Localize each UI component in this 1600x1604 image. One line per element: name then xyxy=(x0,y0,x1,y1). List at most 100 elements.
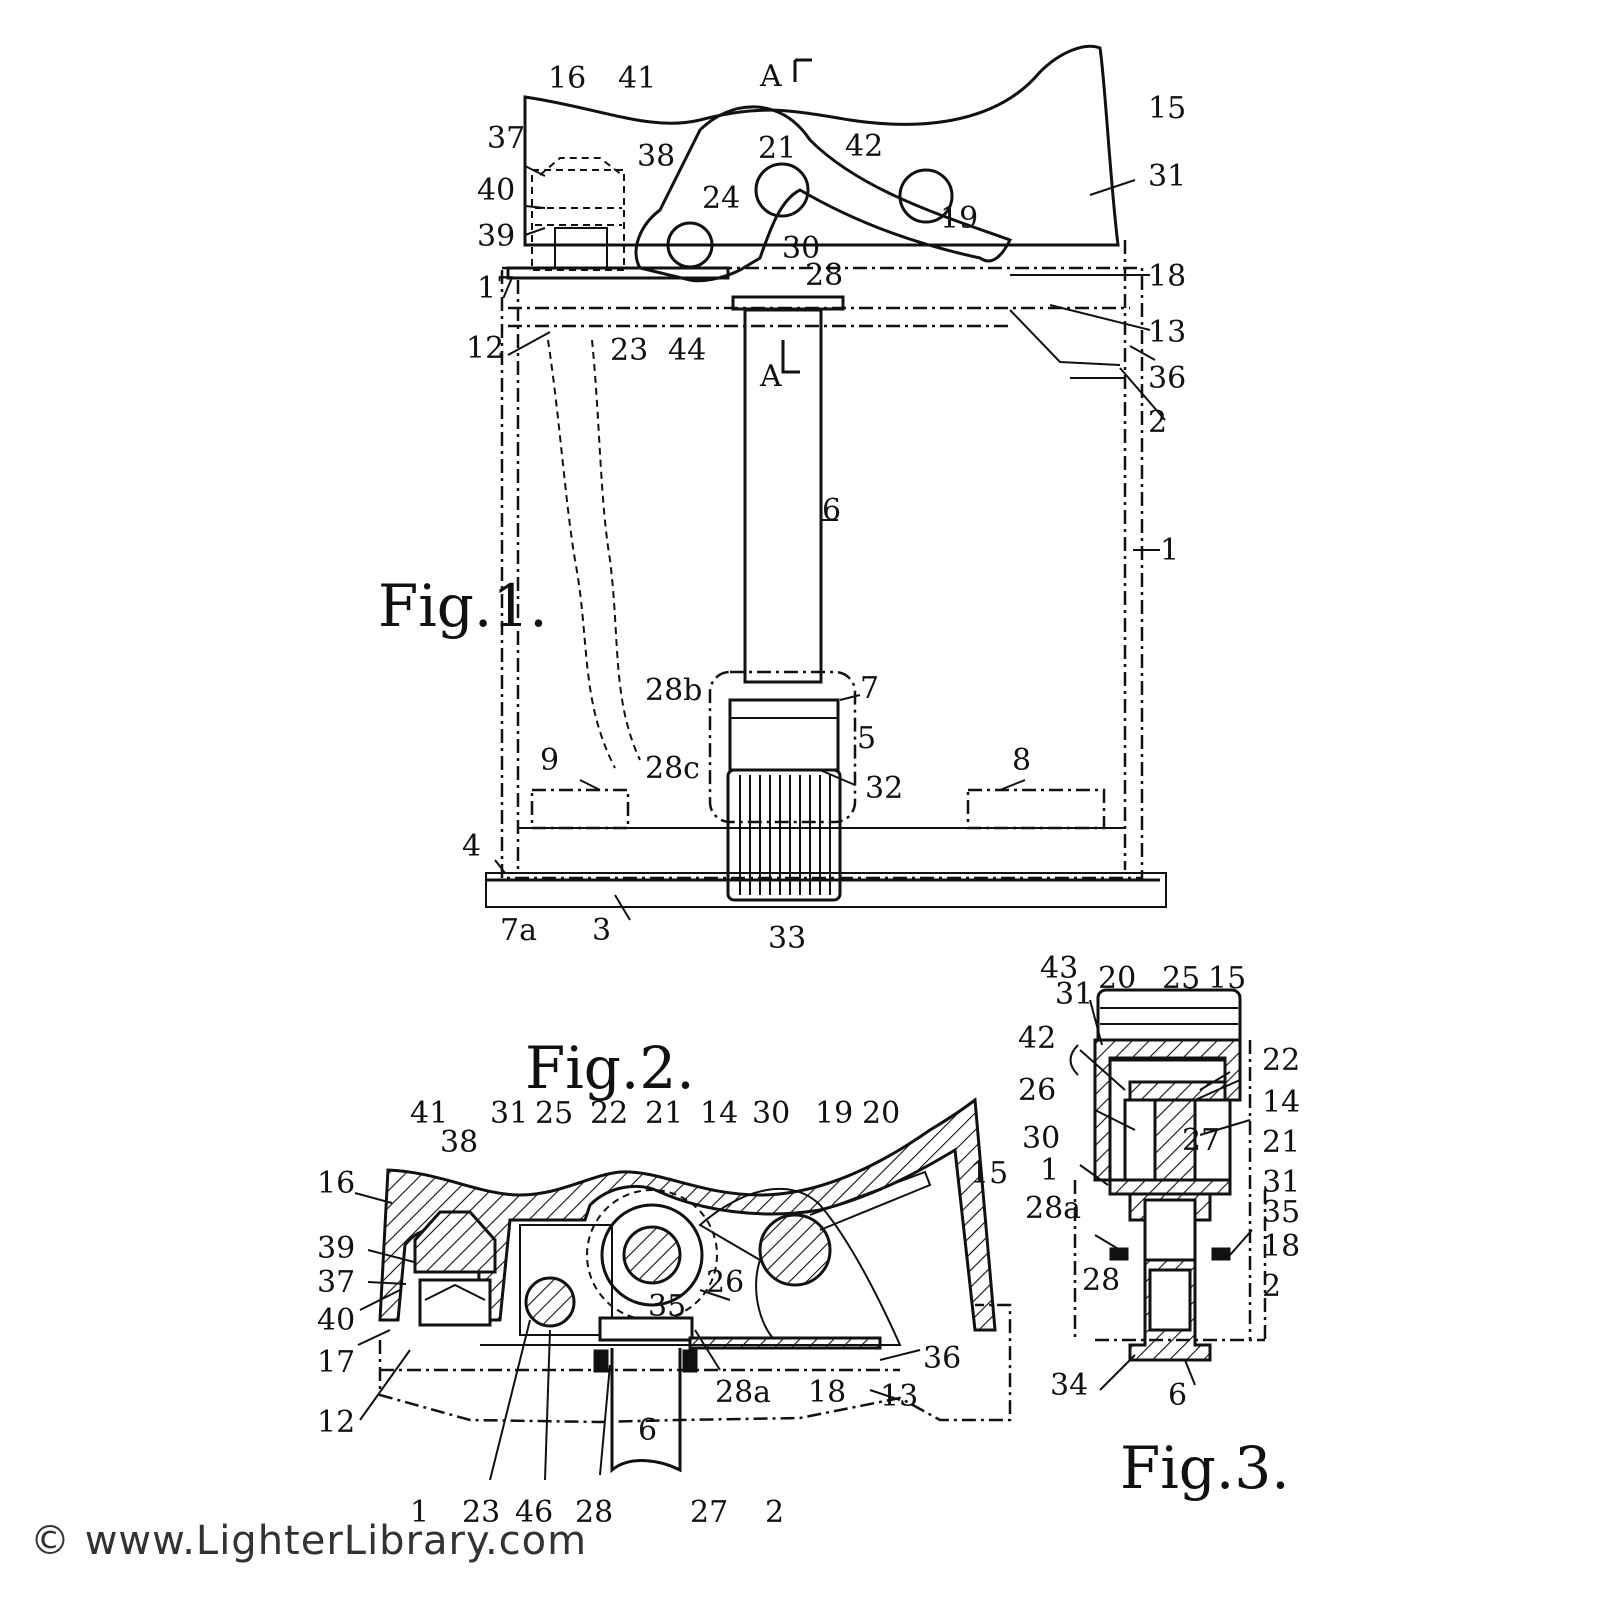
fig1-ref-numeral: 9 xyxy=(540,743,559,778)
fig2-ref-numeral: 28 xyxy=(575,1495,613,1530)
fig3-ref-numeral: 42 xyxy=(1018,1021,1056,1056)
fig3-ref-numeral: 27 xyxy=(1182,1123,1220,1158)
fig1-base-3 xyxy=(485,872,1167,908)
watermark: © www.LighterLibrary.com xyxy=(30,1518,588,1564)
fig1-ref-numeral: 30 xyxy=(782,231,820,266)
fig2-ref-numeral: 39 xyxy=(317,1231,355,1266)
fig3-ref-numeral: 31 xyxy=(1055,977,1093,1012)
fig3-bore-35 xyxy=(1143,1198,1197,1262)
fig2-ref-numeral: 18 xyxy=(808,1375,846,1410)
fig1-ref-numeral: 13 xyxy=(1148,315,1186,350)
fig1-tube-6 xyxy=(743,308,823,684)
fig1-title: Fig.1. xyxy=(378,572,548,640)
fig1-case xyxy=(500,266,1144,880)
fig2-lever xyxy=(698,1187,902,1346)
fig2-ref-numeral: 36 xyxy=(923,1341,961,1376)
fig2-plate-35 xyxy=(598,1316,694,1342)
fig2-plate-27 xyxy=(688,1336,882,1350)
fig1-ref-numeral: 7a xyxy=(500,913,537,948)
fig1-ref-numeral: 28c xyxy=(645,751,700,786)
fig2-ref-numeral: 14 xyxy=(700,1096,738,1131)
fig1-knob-33 xyxy=(726,768,842,902)
fig2-ref-numeral: 25 xyxy=(535,1096,573,1131)
fig2-ref-numeral: 46 xyxy=(515,1495,553,1530)
fig3-ref-numeral: 20 xyxy=(1098,961,1136,996)
fig1-ref-numeral: 24 xyxy=(702,181,740,216)
fig1-ref-numeral: 4 xyxy=(462,829,481,864)
fig1-ref-numeral: 33 xyxy=(768,921,806,956)
fig3-ref-numeral: 31 xyxy=(1262,1165,1300,1200)
fig3-ref-numeral: 14 xyxy=(1262,1085,1300,1120)
fig1-section-bottom: A xyxy=(759,359,782,394)
fig2-title: Fig.2. xyxy=(525,1034,695,1102)
fig2-ref-numeral: 35 xyxy=(648,1289,686,1324)
fig2-leaders xyxy=(354,1192,921,1481)
fig1-ref-numeral: 38 xyxy=(637,139,675,174)
fig1-box-9 xyxy=(530,788,630,830)
fig2-seal-28a xyxy=(682,1349,698,1373)
fig3-leaders xyxy=(1079,999,1253,1391)
fig2-ref-numeral: 19 xyxy=(815,1096,853,1131)
fig2-drawing: Fig.2. xyxy=(354,1034,1012,1481)
fig2-spring-20 xyxy=(809,1170,932,1231)
fig2-pivot-19 xyxy=(758,1213,832,1287)
fig2-ref-numeral: 23 xyxy=(462,1495,500,1530)
fig3-title: Fig.3. xyxy=(1120,1434,1290,1502)
fig2-ref-numeral: 27 xyxy=(690,1495,728,1530)
fig2-ref-numeral: 15 xyxy=(970,1156,1008,1191)
fig2-ref-numeral: 37 xyxy=(317,1265,355,1300)
fig1-leaders xyxy=(494,165,1166,921)
fig1-ref-numeral: 19 xyxy=(940,201,978,236)
fig1-section-top: A xyxy=(759,59,782,94)
fig3-ref-numeral: 6 xyxy=(1168,1378,1187,1413)
fig1-ref-numeral: 17 xyxy=(477,271,515,306)
fig3-seal-28 xyxy=(1109,1247,1129,1261)
fig1-ref-numeral: 36 xyxy=(1148,361,1186,396)
fig2-ref-numeral: 40 xyxy=(317,1303,355,1338)
fig3-ref-numeral: 28 xyxy=(1082,1263,1120,1298)
fig2-ref-numeral: 28a xyxy=(715,1375,771,1410)
fig1-box-8 xyxy=(966,788,1106,830)
fig2-ref-numeral: 38 xyxy=(440,1125,478,1160)
fig2-flint-cap xyxy=(413,1210,497,1274)
fig1-ref-numeral: 21 xyxy=(758,131,796,166)
fig2-ref-numeral: 41 xyxy=(410,1096,448,1131)
fig1-drawing: A A Fig.1. xyxy=(378,44,1167,921)
fig3-seal-18 xyxy=(1211,1247,1231,1261)
fig1-ref-numeral: 7 xyxy=(860,671,879,706)
fig1-ref-numeral: 16 xyxy=(548,61,586,96)
fig1-top-plate xyxy=(506,266,730,280)
fig1-ref-numeral: 28 xyxy=(805,258,843,293)
fig1-ref-numeral: 1 xyxy=(1160,533,1179,568)
fig2-block-25 xyxy=(519,1224,613,1336)
fig1-ref-numeral: 37 xyxy=(487,121,525,156)
fig3-ref-numeral: 18 xyxy=(1262,1229,1300,1264)
fig2-pin-46 xyxy=(524,1276,576,1328)
fig1-wick xyxy=(547,339,616,769)
fig3-lid-15 xyxy=(1096,988,1242,1062)
fig1-flint-wheel xyxy=(554,227,608,269)
fig1-knurl xyxy=(739,775,831,895)
fig2-case xyxy=(378,1303,1012,1424)
fig1-ref-numeral: 6 xyxy=(822,493,841,528)
fig3-ref-numeral: 35 xyxy=(1262,1195,1300,1230)
fig1-flint-holder xyxy=(531,169,625,271)
fig2-lid xyxy=(378,1097,997,1332)
fig2-wheel-14 xyxy=(600,1203,704,1307)
fig3-ref-numeral: 26 xyxy=(1018,1073,1056,1108)
fig1-ref-numeral: 40 xyxy=(477,173,515,208)
fig1-ref-numeral: 23 xyxy=(610,333,648,368)
fig3-ref-numeral: 43 xyxy=(1040,951,1078,986)
fig2-ref-numeral: 1 xyxy=(410,1495,429,1530)
fig1-ref-numeral: 41 xyxy=(618,61,656,96)
fig3-ref-numeral: 15 xyxy=(1208,961,1246,996)
fig1-pivot-19 xyxy=(898,168,954,224)
fig1-ref-numeral: 39 xyxy=(477,219,515,254)
fig3-ref-numeral: 30 xyxy=(1022,1121,1060,1156)
fig3-pin-27 xyxy=(1123,1098,1157,1182)
fig2-axle-21 xyxy=(622,1225,682,1285)
